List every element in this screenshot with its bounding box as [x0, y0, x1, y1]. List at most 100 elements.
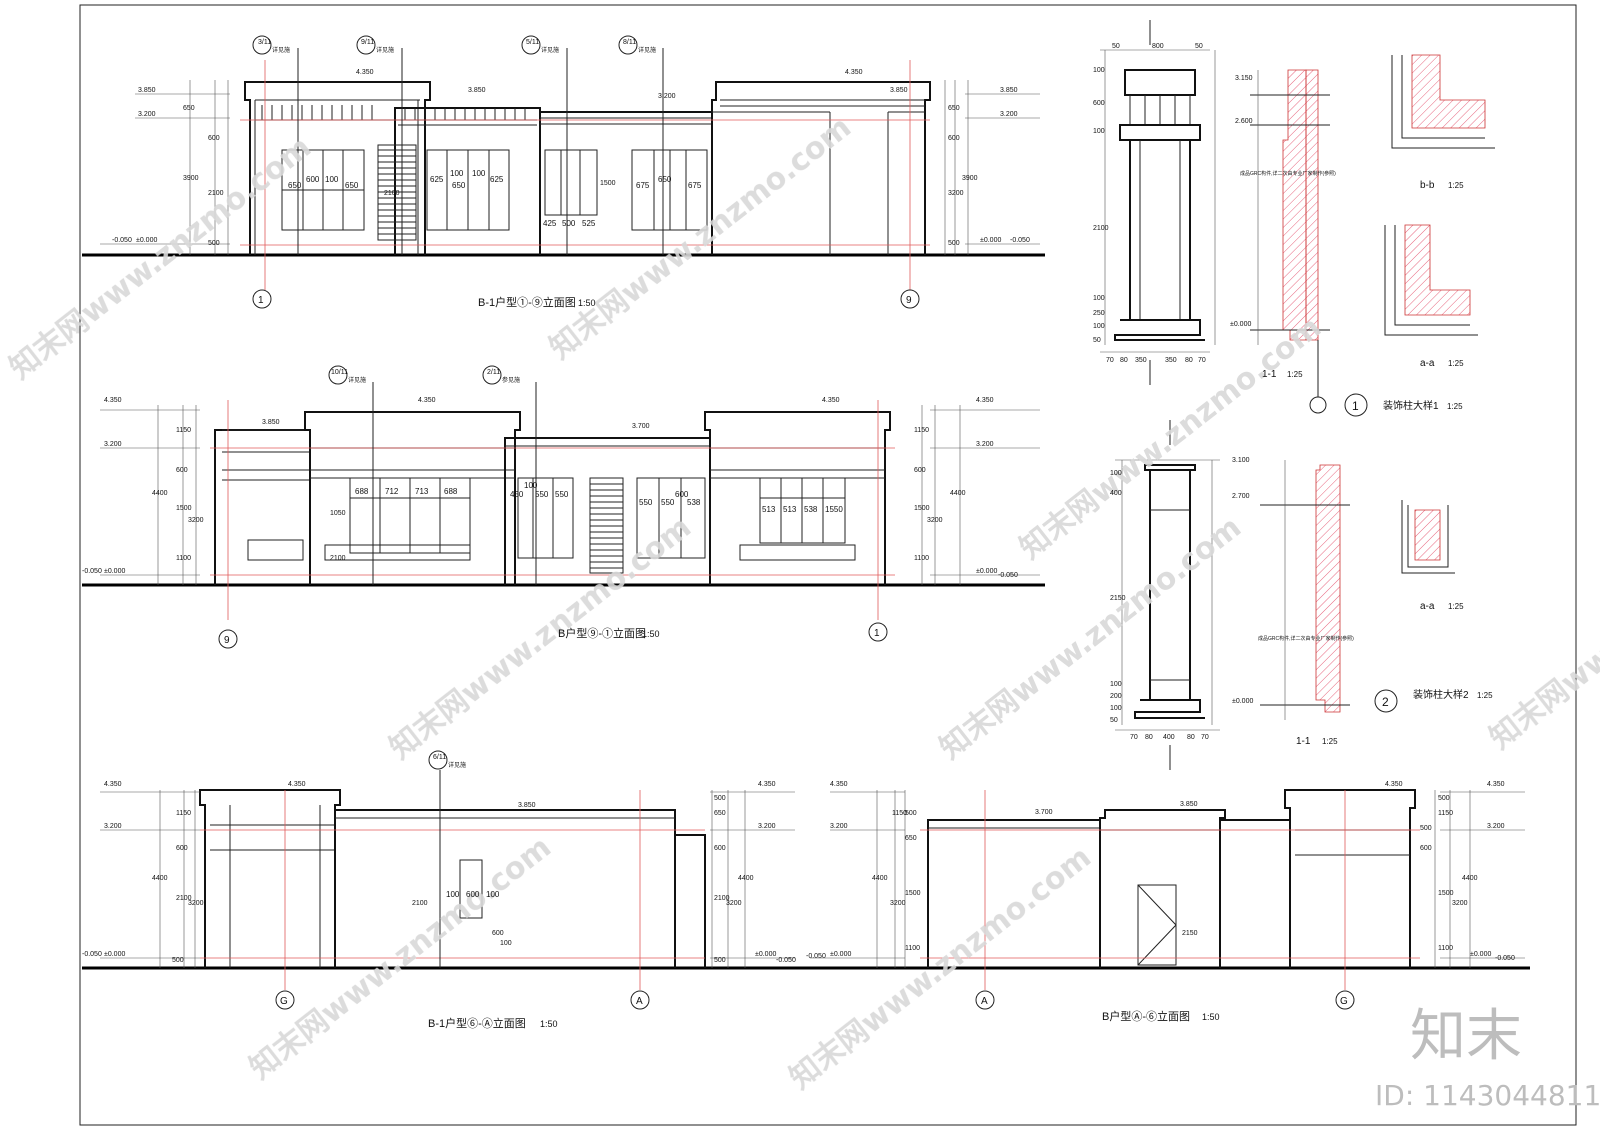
sheet-border [79, 4, 1577, 1126]
elev2-window-dim: 550 [555, 490, 569, 499]
elev1-level: 3.200 [1000, 111, 1018, 118]
detail2-dim: 100 [1110, 705, 1122, 712]
elev2-window-dim: 688 [355, 487, 369, 496]
elev2-window-dim: 600 [675, 490, 689, 499]
elev4-dim: 500 [905, 810, 917, 817]
elev4-level: 3.200 [1487, 823, 1505, 830]
elev2-window-dim: 513 [762, 505, 776, 514]
detail2-dim: 70 [1130, 734, 1138, 741]
elev4-top: 4.350 [1385, 781, 1403, 788]
detail1-plan-bb-scale: 1:25 [1448, 181, 1464, 190]
elev4-dim: 500 [1438, 795, 1450, 802]
detail1-dim: 50 [1195, 43, 1203, 50]
detail2-plan-aa-scale: 1:25 [1448, 602, 1464, 611]
brand-logo: 知末 [1410, 1004, 1522, 1069]
detail1-scale: 1:25 [1447, 402, 1463, 411]
elevation-b-9-1 [82, 382, 1045, 620]
elev2-window-dim: 1050 [330, 510, 346, 517]
detail1-note: 成品GRC构件,详二次由专业厂家制作(参照) [1240, 170, 1336, 177]
elev4-dim: 3200 [1452, 900, 1468, 907]
elev1-level: 3.200 [138, 111, 156, 118]
elev2-dim: 1150 [176, 427, 191, 434]
detail2-dim: 100 [1110, 681, 1122, 688]
elev4-level: 4.350 [1487, 781, 1505, 788]
detail2-dim: 80 [1187, 734, 1195, 741]
detail1-section-scale: 1:25 [1287, 370, 1303, 379]
elev3-dim: 4400 [738, 875, 754, 882]
elev3-level: -0.050 [82, 951, 102, 958]
elev3-dim: 4400 [152, 875, 168, 882]
elev3-window-dim: 100 [446, 890, 460, 899]
elev4-window-dim: 2150 [1182, 930, 1198, 937]
elev2-dim: 1100 [914, 555, 929, 562]
elev2-window-dim: 2100 [330, 555, 346, 562]
svg-text:1: 1 [874, 628, 880, 639]
svg-text:知末网www.znzmo.com: 知末网www.znzmo.com [543, 110, 858, 367]
svg-text:9: 9 [906, 295, 912, 306]
svg-text:9: 9 [224, 635, 230, 646]
svg-text:6/11: 6/11 [433, 754, 446, 761]
detail2-dim: 100 [1110, 470, 1122, 477]
elev2-top: 4.350 [822, 397, 840, 404]
elev4-title: B户型Ⓐ-⑥立面图 [1102, 1009, 1190, 1023]
elev3-level: 3.200 [758, 823, 776, 830]
elev4-level: -0.050 [1495, 955, 1515, 962]
elev2-level: 3.200 [976, 441, 994, 448]
svg-text:详见施: 详见施 [348, 376, 366, 384]
elev1-window-dim: 625 [430, 175, 444, 184]
detail2-dim: 2150 [1110, 595, 1126, 602]
elev2-dim: 600 [176, 467, 188, 474]
elev3-axis-left: G [275, 990, 295, 1010]
svg-text:2: 2 [1382, 695, 1389, 709]
svg-text:1: 1 [1352, 399, 1359, 413]
text-layer: B-1户型①-⑨立面图 1:50 1 9 3.850 3.200 -0.050 … [82, 35, 1515, 1030]
elev3-level: 4.350 [758, 781, 776, 788]
elev1-top: 4.350 [845, 69, 863, 76]
elev2-dim: 4400 [152, 490, 168, 497]
elev1-window-dim: 100 [472, 169, 486, 178]
elev3-dim: 600 [176, 845, 188, 852]
detail1-dim: 800 [1152, 43, 1164, 50]
elev2-top: 3.700 [632, 423, 650, 430]
elev1-window-dim: 650 [288, 181, 302, 190]
elev1-top: 3.850 [468, 87, 486, 94]
elev2-level: 4.350 [976, 397, 994, 404]
detail-column-2 [1115, 420, 1455, 770]
detail1-dim: 100 [1093, 128, 1105, 135]
elev2-dim: 1150 [914, 427, 929, 434]
elev1-window-dim: 650 [658, 175, 672, 184]
detail1-dim: 100 [1093, 323, 1105, 330]
elev1-dim: 600 [208, 135, 220, 142]
elev3-dim: 1150 [176, 810, 191, 817]
elev2-window-dim: 550 [535, 490, 549, 499]
elev3-level: 4.350 [104, 781, 122, 788]
detail1-title: 装饰柱大样1 [1383, 399, 1439, 412]
detail1-dim: 50 [1093, 337, 1101, 344]
elev1-top: 3.200 [658, 93, 676, 100]
svg-text:A: A [981, 996, 988, 1007]
elev3-window-dim: 100 [486, 890, 500, 899]
elev1-window-dim: 1500 [600, 180, 616, 187]
detail2-dim: 200 [1110, 693, 1122, 700]
elev1-dim: 3900 [183, 175, 199, 182]
elev1-window-dim: 100 [325, 175, 339, 184]
watermark-layer: 知末网www.znzmo.com 知末网www.znzmo.com 知末网www… [3, 110, 1600, 1097]
svg-text:详见施: 详见施 [376, 46, 394, 54]
elev2-window-dim: 538 [804, 505, 818, 514]
elev3-top: 3.850 [518, 802, 536, 809]
elev4-dim: 4400 [1462, 875, 1478, 882]
elev3-window-dim: 600 [492, 930, 504, 937]
detail2-section-scale: 1:25 [1322, 737, 1338, 746]
detail2-dim: 80 [1145, 734, 1153, 741]
elev1-window-dim: 675 [688, 181, 702, 190]
elev2-level: -0.050 [998, 572, 1018, 579]
elev1-level: -0.050 [112, 237, 132, 244]
elev1-level: 3.850 [1000, 87, 1018, 94]
elev2-window-dim: 450 [510, 490, 524, 499]
elev2-dim: 3200 [927, 517, 943, 524]
detail1-dim: 350 [1165, 357, 1177, 364]
